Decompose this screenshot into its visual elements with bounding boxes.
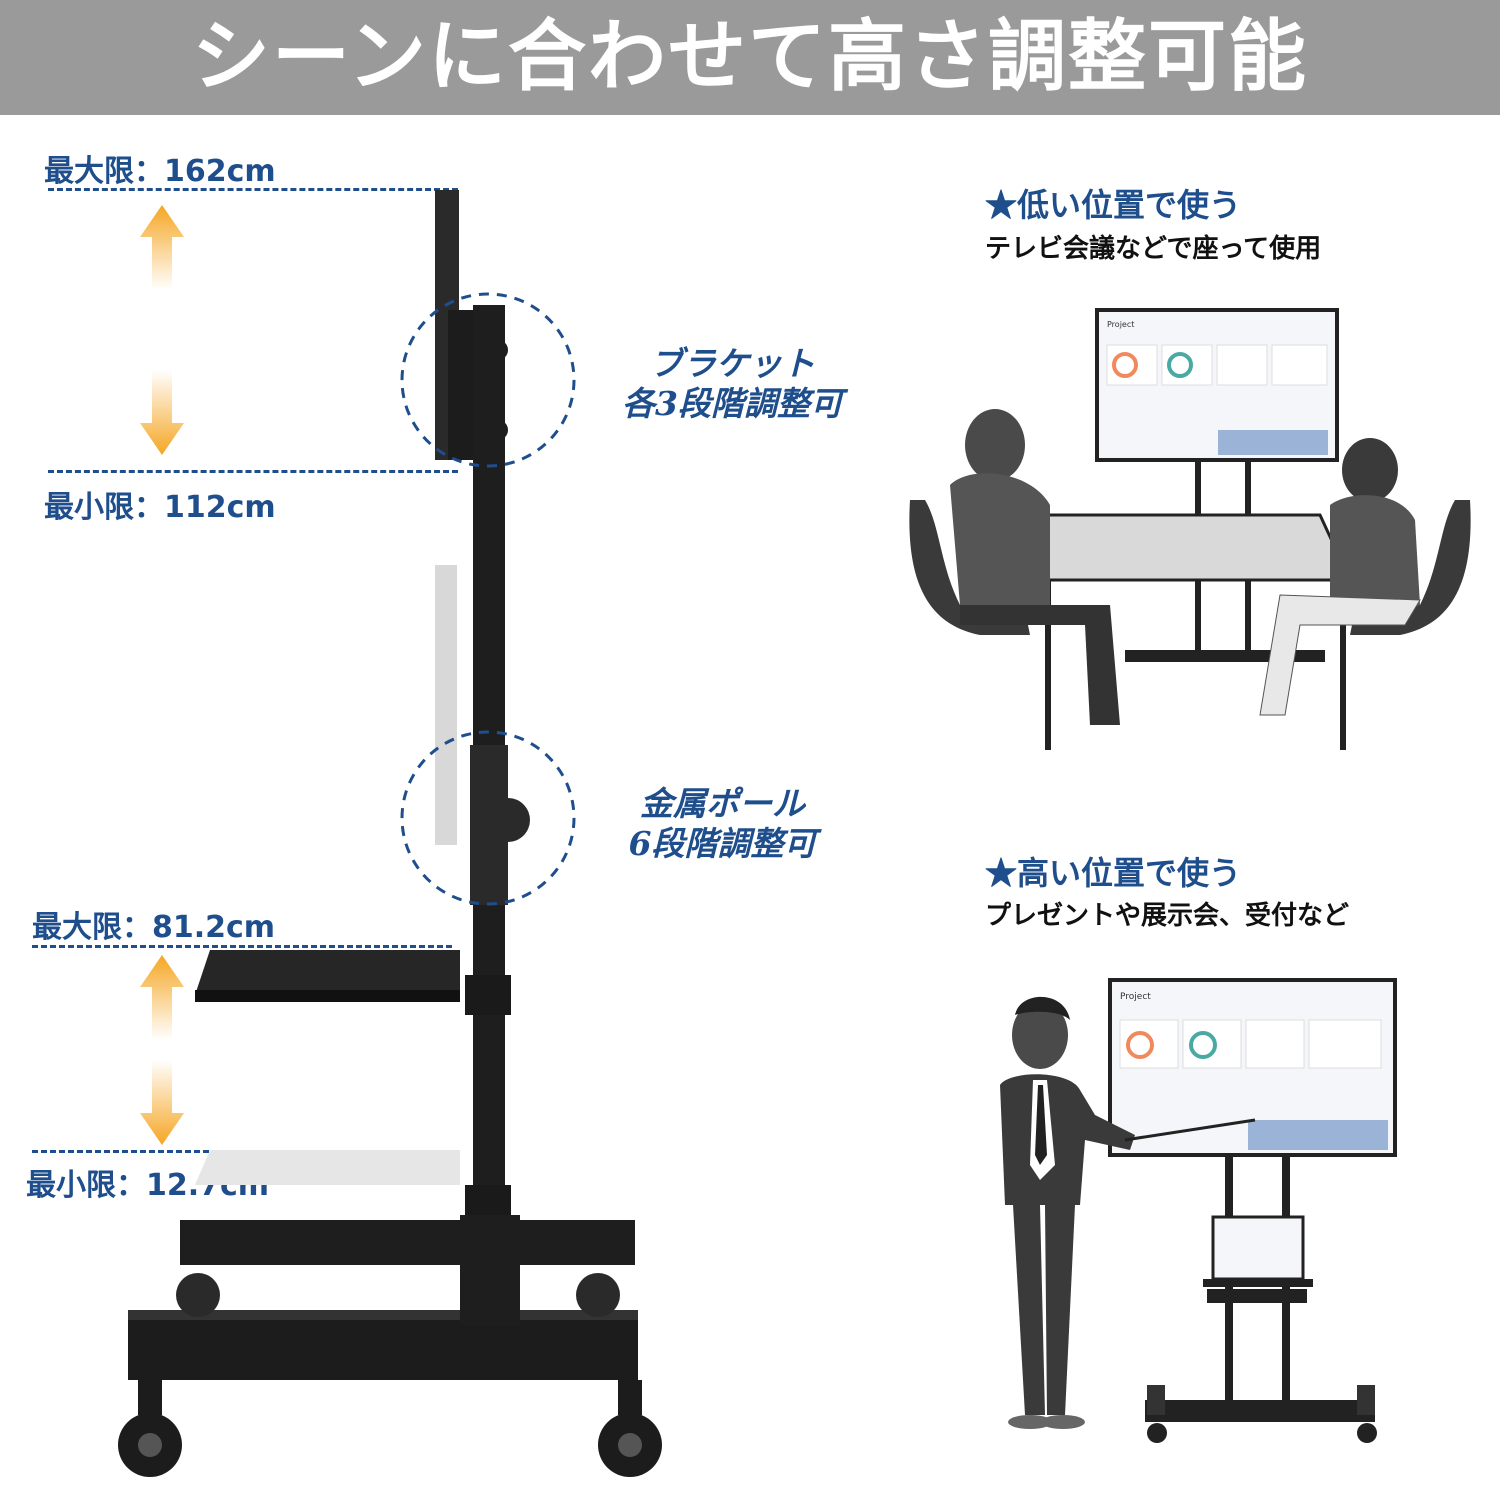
arrow-down-icon xyxy=(140,1060,184,1145)
tv-stand-illustration xyxy=(118,190,662,1477)
bracket-callout: ブラケット 各3段階調整可 xyxy=(605,344,860,424)
low-position-heading: ★低い位置で使う xyxy=(985,186,1242,224)
presentation-scene-illustration: Project xyxy=(1000,978,1397,1443)
low-position-description: テレビ会議などで座って使用 xyxy=(985,234,1322,264)
arrow-up-icon xyxy=(140,955,184,1040)
high-position-heading: ★高い位置で使う xyxy=(985,854,1242,892)
arrow-up-icon xyxy=(140,205,184,290)
pole-callout: 金属ポール 6段階調整可 xyxy=(595,784,850,864)
pole-callout-line2: 6段階調整可 xyxy=(628,824,817,863)
shelf-max-label: 最大限：81.2cm xyxy=(32,910,276,945)
high-position-description: プレゼントや展示会、受付など xyxy=(985,901,1350,931)
screen-title-low: Project xyxy=(1107,320,1134,329)
title-banner xyxy=(0,0,1500,115)
arrow-down-icon xyxy=(140,370,184,455)
bracket-callout-line2: 各3段階調整可 xyxy=(622,384,843,423)
bracket-min-line xyxy=(48,470,458,473)
bracket-min-label: 最小限：112cm xyxy=(44,490,276,525)
meeting-scene-illustration: Project xyxy=(909,308,1471,750)
pole-callout-line1: 金属ポール xyxy=(640,784,805,823)
page-title: シーンに合わせて高さ調整可能 xyxy=(191,12,1309,102)
screen-title-high: Project xyxy=(1120,992,1151,1002)
bracket-callout-line1: ブラケット xyxy=(650,344,815,383)
pole-highlight-circle xyxy=(400,730,576,906)
bracket-highlight-circle xyxy=(400,292,576,468)
shelf-max-line xyxy=(32,945,452,948)
bracket-max-line xyxy=(48,188,458,191)
bracket-max-label: 最大限：162cm xyxy=(44,154,276,189)
